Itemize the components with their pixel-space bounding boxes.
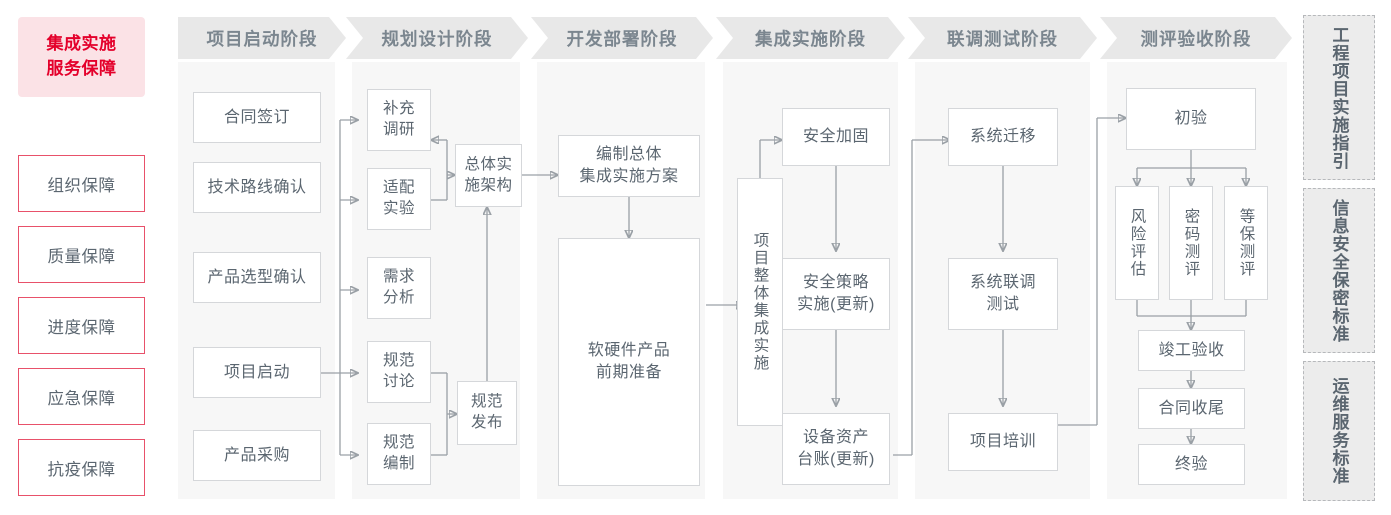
node-preliminary-acceptance[interactable]: 初验 — [1126, 88, 1256, 150]
left-panel-title-text: 集成实施服务保障 — [46, 34, 117, 78]
node-label: 项目培训 — [969, 433, 1036, 451]
sidebar-item-ops-standard[interactable]: 运维服务标准 — [1303, 361, 1375, 501]
node-label: 规范讨论 — [382, 352, 415, 390]
node-security-hardening[interactable]: 安全加固 — [782, 108, 890, 166]
left-panel-item-organization[interactable]: 组织保障 — [18, 155, 145, 212]
node-spec-drafting[interactable]: 规范编制 — [367, 423, 431, 485]
node-contract-closeout[interactable]: 合同收尾 — [1138, 388, 1245, 429]
phase-header-1[interactable]: 项目启动阶段 — [178, 17, 346, 59]
node-spec-discussion[interactable]: 规范讨论 — [367, 341, 431, 403]
left-panel-item-label: 抗疫保障 — [47, 460, 116, 479]
node-crypto-evaluation[interactable]: 密码测评 — [1169, 186, 1213, 300]
node-label: 需求分析 — [382, 268, 415, 306]
node-overall-integration-plan[interactable]: 编制总体集成实施方案 — [558, 135, 700, 197]
node-completion-acceptance[interactable]: 竣工验收 — [1138, 330, 1245, 371]
node-label: 总体实施架构 — [464, 155, 513, 194]
node-label: 安全加固 — [802, 128, 869, 146]
node-label: 适配实验 — [382, 179, 415, 217]
node-product-purchase[interactable]: 产品采购 — [193, 430, 321, 481]
node-label: 密码测评 — [1182, 208, 1200, 278]
node-requirement-analysis[interactable]: 需求分析 — [367, 257, 431, 319]
left-panel-item-label: 进度保障 — [47, 318, 116, 337]
sidebar-item-label: 信息安全保密标准 — [1329, 198, 1349, 343]
node-label: 系统联调测试 — [969, 274, 1036, 313]
node-label: 等保测评 — [1237, 208, 1255, 278]
left-panel-title: 集成实施服务保障 — [18, 17, 145, 97]
node-label: 产品采购 — [223, 446, 290, 464]
node-label: 合同收尾 — [1158, 399, 1225, 417]
phase-header-label: 规划设计阶段 — [381, 28, 493, 49]
node-label: 初验 — [1174, 110, 1208, 128]
phase-header-2[interactable]: 规划设计阶段 — [346, 17, 528, 59]
phase-header-label: 项目启动阶段 — [206, 28, 318, 49]
left-panel-item-label: 组织保障 — [47, 176, 116, 195]
left-panel-item-schedule[interactable]: 进度保障 — [18, 297, 145, 354]
node-tech-route-confirm[interactable]: 技术路线确认 — [193, 162, 321, 213]
node-label: 编制总体集成实施方案 — [579, 146, 679, 185]
node-security-policy[interactable]: 安全策略实施(更新) — [782, 258, 890, 330]
node-supplementary-research[interactable]: 补充调研 — [367, 89, 431, 151]
phase-header-5[interactable]: 联调测试阶段 — [908, 17, 1097, 59]
node-label: 软硬件产品前期准备 — [587, 342, 671, 381]
node-product-selection[interactable]: 产品选型确认 — [193, 252, 321, 303]
node-label: 安全策略实施(更新) — [797, 274, 875, 313]
sidebar-item-label: 工程项目实施指引 — [1329, 25, 1349, 170]
left-panel-item-label: 质量保障 — [47, 247, 116, 266]
sidebar-item-label: 运维服务标准 — [1329, 377, 1349, 485]
node-label: 终验 — [1174, 455, 1208, 473]
node-risk-assessment[interactable]: 风险评估 — [1115, 186, 1159, 300]
sidebar-item-security-standard[interactable]: 信息安全保密标准 — [1303, 188, 1375, 353]
phase-header-label: 开发部署阶段 — [566, 28, 678, 49]
node-system-migration[interactable]: 系统迁移 — [948, 108, 1058, 166]
phase-header-3[interactable]: 开发部署阶段 — [531, 17, 713, 59]
phase-header-label: 测评验收阶段 — [1140, 28, 1252, 49]
node-final-acceptance[interactable]: 终验 — [1138, 444, 1245, 485]
node-label: 项目启动 — [223, 363, 290, 381]
node-project-kickoff[interactable]: 项目启动 — [193, 347, 321, 398]
node-label: 技术路线确认 — [207, 178, 307, 196]
node-joint-debug-test[interactable]: 系统联调测试 — [948, 258, 1058, 330]
node-label: 竣工验收 — [1158, 341, 1225, 359]
left-panel-item-epidemic[interactable]: 抗疫保障 — [18, 439, 145, 496]
node-spec-release[interactable]: 规范发布 — [457, 381, 517, 445]
node-project-training[interactable]: 项目培训 — [948, 413, 1058, 471]
node-label: 合同签订 — [223, 108, 290, 126]
phase-header-4[interactable]: 集成实施阶段 — [716, 17, 905, 59]
phase-header-label: 集成实施阶段 — [755, 28, 866, 49]
sidebar-item-project-guideline[interactable]: 工程项目实施指引 — [1303, 15, 1375, 180]
node-contract-signing[interactable]: 合同签订 — [193, 92, 321, 143]
node-overall-project-integration[interactable]: 项目整体集成实施 — [737, 178, 783, 426]
node-asset-ledger[interactable]: 设备资产台账(更新) — [782, 413, 890, 485]
left-panel-item-emergency[interactable]: 应急保障 — [18, 368, 145, 425]
node-adaptation-experiment[interactable]: 适配实验 — [367, 168, 431, 230]
phase-header-6[interactable]: 测评验收阶段 — [1100, 17, 1292, 59]
node-label: 补充调研 — [382, 100, 415, 138]
node-hw-sw-preparation[interactable]: 软硬件产品前期准备 — [558, 238, 700, 486]
node-label: 规范编制 — [382, 434, 415, 472]
phase-header-label: 联调测试阶段 — [947, 28, 1058, 49]
node-mlps-evaluation[interactable]: 等保测评 — [1224, 186, 1268, 300]
left-panel-item-quality[interactable]: 质量保障 — [18, 226, 145, 283]
node-overall-architecture[interactable]: 总体实施架构 — [455, 144, 522, 207]
node-label: 规范发布 — [470, 393, 503, 431]
node-label: 产品选型确认 — [207, 268, 307, 286]
node-label: 系统迁移 — [969, 128, 1036, 146]
node-label: 风险评估 — [1128, 208, 1146, 278]
node-label: 设备资产台账(更新) — [797, 429, 875, 468]
node-label: 项目整体集成实施 — [751, 232, 769, 372]
left-panel-item-label: 应急保障 — [47, 389, 116, 408]
